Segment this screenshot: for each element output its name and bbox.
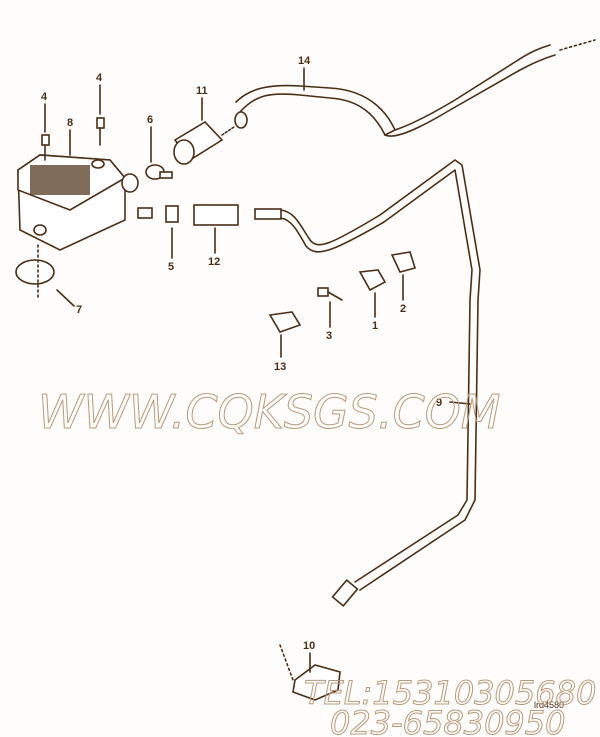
callout-13: 13: [274, 361, 286, 373]
callout-7: 7: [76, 304, 82, 316]
o-ring-7: [15, 259, 55, 285]
callout-4a: 4: [41, 91, 48, 103]
clips: [268, 251, 417, 333]
drawing-reference: lrd4580: [534, 700, 564, 710]
callout-9: 9: [436, 397, 442, 409]
watermark-site: WWW.CQKSGS.COM: [38, 385, 501, 439]
callout-6: 6: [147, 114, 153, 126]
callout-labels: 14 11 4 4 8 6 5 12 7 13 3 1 2 9 10: [41, 55, 471, 673]
callout-3: 3: [326, 330, 332, 342]
callout-1: 1: [372, 320, 378, 332]
watermark-phone: 023-65830950: [330, 704, 566, 737]
callout-12: 12: [208, 256, 220, 268]
hose-11: [173, 120, 235, 165]
callout-2: 2: [400, 303, 406, 315]
watermark-tel: TEL:15310305680: [304, 674, 596, 712]
callout-4b: 4: [96, 72, 103, 84]
tube-assembly: [137, 159, 481, 701]
bolts-4: [41, 117, 105, 161]
clamp-6: [145, 164, 173, 180]
hose-14: [234, 39, 596, 137]
breather-8: [17, 154, 139, 251]
callout-11: 11: [196, 85, 208, 97]
callout-8: 8: [67, 117, 73, 129]
callout-5: 5: [168, 261, 174, 273]
callout-10: 10: [303, 640, 315, 652]
callout-14: 14: [298, 55, 311, 67]
